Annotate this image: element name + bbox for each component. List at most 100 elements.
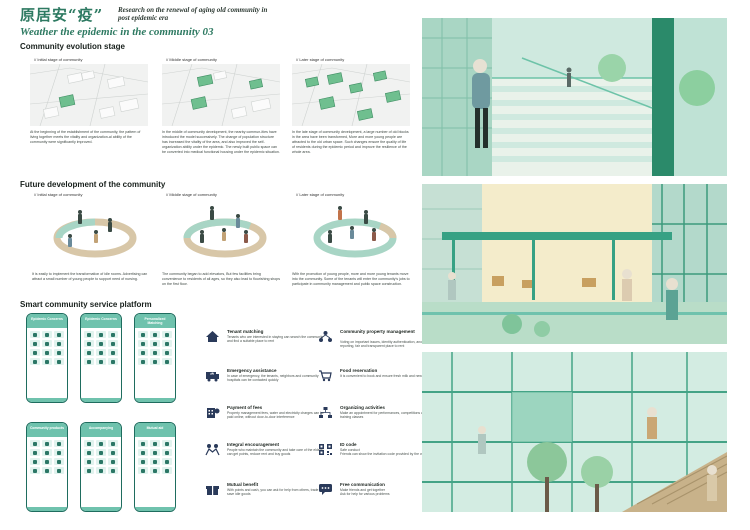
app-tile[interactable] bbox=[138, 467, 148, 474]
house-icon bbox=[206, 331, 219, 342]
app-tile[interactable] bbox=[54, 467, 64, 474]
phone-header: Community products bbox=[27, 423, 67, 437]
app-tile[interactable] bbox=[138, 458, 148, 465]
app-tile[interactable] bbox=[54, 458, 64, 465]
app-tile[interactable] bbox=[96, 349, 106, 356]
app-tile[interactable] bbox=[42, 458, 52, 465]
phone-header: Epidemic Concerns bbox=[27, 314, 67, 328]
app-tile[interactable] bbox=[96, 467, 106, 474]
app-tile[interactable] bbox=[150, 449, 160, 456]
app-tile[interactable] bbox=[30, 349, 40, 356]
app-tile[interactable] bbox=[30, 340, 40, 347]
app-tile[interactable] bbox=[162, 331, 172, 338]
app-tile[interactable] bbox=[150, 331, 160, 338]
app-tile[interactable] bbox=[96, 440, 106, 447]
evolution-title: Community evolution stage bbox=[20, 42, 125, 51]
phone-title: Personalized Matching bbox=[144, 317, 166, 325]
app-tile[interactable] bbox=[162, 440, 172, 447]
phone-title: Epidemic Concerns bbox=[31, 317, 63, 321]
service-description: Make an appointment for performances, co… bbox=[340, 411, 427, 420]
app-tile[interactable] bbox=[84, 358, 94, 365]
app-tile[interactable] bbox=[54, 331, 64, 338]
app-tile[interactable] bbox=[108, 467, 118, 474]
phone-bottom-bar bbox=[81, 398, 121, 402]
app-tile[interactable] bbox=[150, 349, 160, 356]
app-tile[interactable] bbox=[138, 349, 148, 356]
app-tile[interactable] bbox=[96, 449, 106, 456]
platform-title: Smart community service platform bbox=[20, 300, 152, 309]
app-tile[interactable] bbox=[42, 440, 52, 447]
site-plan-map bbox=[30, 64, 148, 126]
app-tile[interactable] bbox=[54, 440, 64, 447]
app-tile[interactable] bbox=[84, 467, 94, 474]
service-description: In case of emergency, the tenants, neigh… bbox=[227, 374, 319, 383]
app-tile[interactable] bbox=[54, 340, 64, 347]
app-tile[interactable] bbox=[108, 349, 118, 356]
app-tile[interactable] bbox=[54, 349, 64, 356]
app-tile[interactable] bbox=[162, 340, 172, 347]
app-tile[interactable] bbox=[84, 440, 94, 447]
app-tile[interactable] bbox=[108, 340, 118, 347]
app-tile[interactable] bbox=[54, 449, 64, 456]
gift-icon bbox=[206, 486, 219, 495]
app-tile[interactable] bbox=[84, 449, 94, 456]
app-tile[interactable] bbox=[54, 358, 64, 365]
app-tile[interactable] bbox=[108, 449, 118, 456]
phone-mockup: Community products bbox=[26, 422, 68, 512]
phone-title: Epidemic Concerns bbox=[85, 317, 117, 321]
phone-app-grid bbox=[81, 437, 121, 477]
app-tile[interactable] bbox=[42, 467, 52, 474]
app-tile[interactable] bbox=[30, 449, 40, 456]
app-tile[interactable] bbox=[30, 331, 40, 338]
app-tile[interactable] bbox=[108, 458, 118, 465]
app-tile[interactable] bbox=[162, 449, 172, 456]
app-tile[interactable] bbox=[84, 331, 94, 338]
app-tile[interactable] bbox=[96, 340, 106, 347]
app-tile[interactable] bbox=[84, 458, 94, 465]
app-tile[interactable] bbox=[108, 358, 118, 365]
future-stage-text: The community began to add elevators, Bu… bbox=[162, 272, 281, 286]
app-tile[interactable] bbox=[162, 467, 172, 474]
app-tile[interactable] bbox=[150, 358, 160, 365]
phone-title: Mutual aid bbox=[146, 426, 164, 430]
app-tile[interactable] bbox=[30, 467, 40, 474]
app-tile[interactable] bbox=[84, 349, 94, 356]
app-tile[interactable] bbox=[162, 349, 172, 356]
phone-mockup: Accompanying bbox=[80, 422, 122, 512]
building-fee-icon bbox=[207, 408, 220, 418]
app-tile[interactable] bbox=[162, 458, 172, 465]
app-tile[interactable] bbox=[138, 358, 148, 365]
app-tile[interactable] bbox=[96, 458, 106, 465]
app-tile[interactable] bbox=[42, 449, 52, 456]
app-tile[interactable] bbox=[150, 340, 160, 347]
map-initial-stage bbox=[30, 64, 148, 126]
service-description: Property management fees, water and elec… bbox=[227, 411, 324, 420]
app-tile[interactable] bbox=[42, 331, 52, 338]
service-description: Voting on important issues, identity aut… bbox=[340, 340, 434, 349]
future-stage-label: // Middle stage of community bbox=[166, 192, 217, 197]
app-tile[interactable] bbox=[96, 358, 106, 365]
app-tile[interactable] bbox=[150, 467, 160, 474]
app-tile[interactable] bbox=[84, 340, 94, 347]
service-name: Integral encouragement bbox=[227, 442, 280, 447]
app-tile[interactable] bbox=[96, 331, 106, 338]
app-tile[interactable] bbox=[30, 440, 40, 447]
phone-bottom-bar bbox=[27, 398, 67, 402]
app-tile[interactable] bbox=[108, 331, 118, 338]
app-tile[interactable] bbox=[30, 358, 40, 365]
app-tile[interactable] bbox=[42, 340, 52, 347]
app-tile[interactable] bbox=[138, 331, 148, 338]
app-tile[interactable] bbox=[150, 458, 160, 465]
app-tile[interactable] bbox=[138, 340, 148, 347]
app-tile[interactable] bbox=[162, 358, 172, 365]
service-name: Organizing activities bbox=[340, 405, 385, 410]
service-description: Tenants who are interested in staying ca… bbox=[227, 335, 324, 344]
app-tile[interactable] bbox=[30, 458, 40, 465]
app-tile[interactable] bbox=[138, 440, 148, 447]
app-tile[interactable] bbox=[42, 358, 52, 365]
app-tile[interactable] bbox=[108, 440, 118, 447]
app-tile[interactable] bbox=[150, 440, 160, 447]
app-tile[interactable] bbox=[42, 349, 52, 356]
app-tile[interactable] bbox=[138, 449, 148, 456]
phone-bottom-bar bbox=[135, 507, 175, 511]
